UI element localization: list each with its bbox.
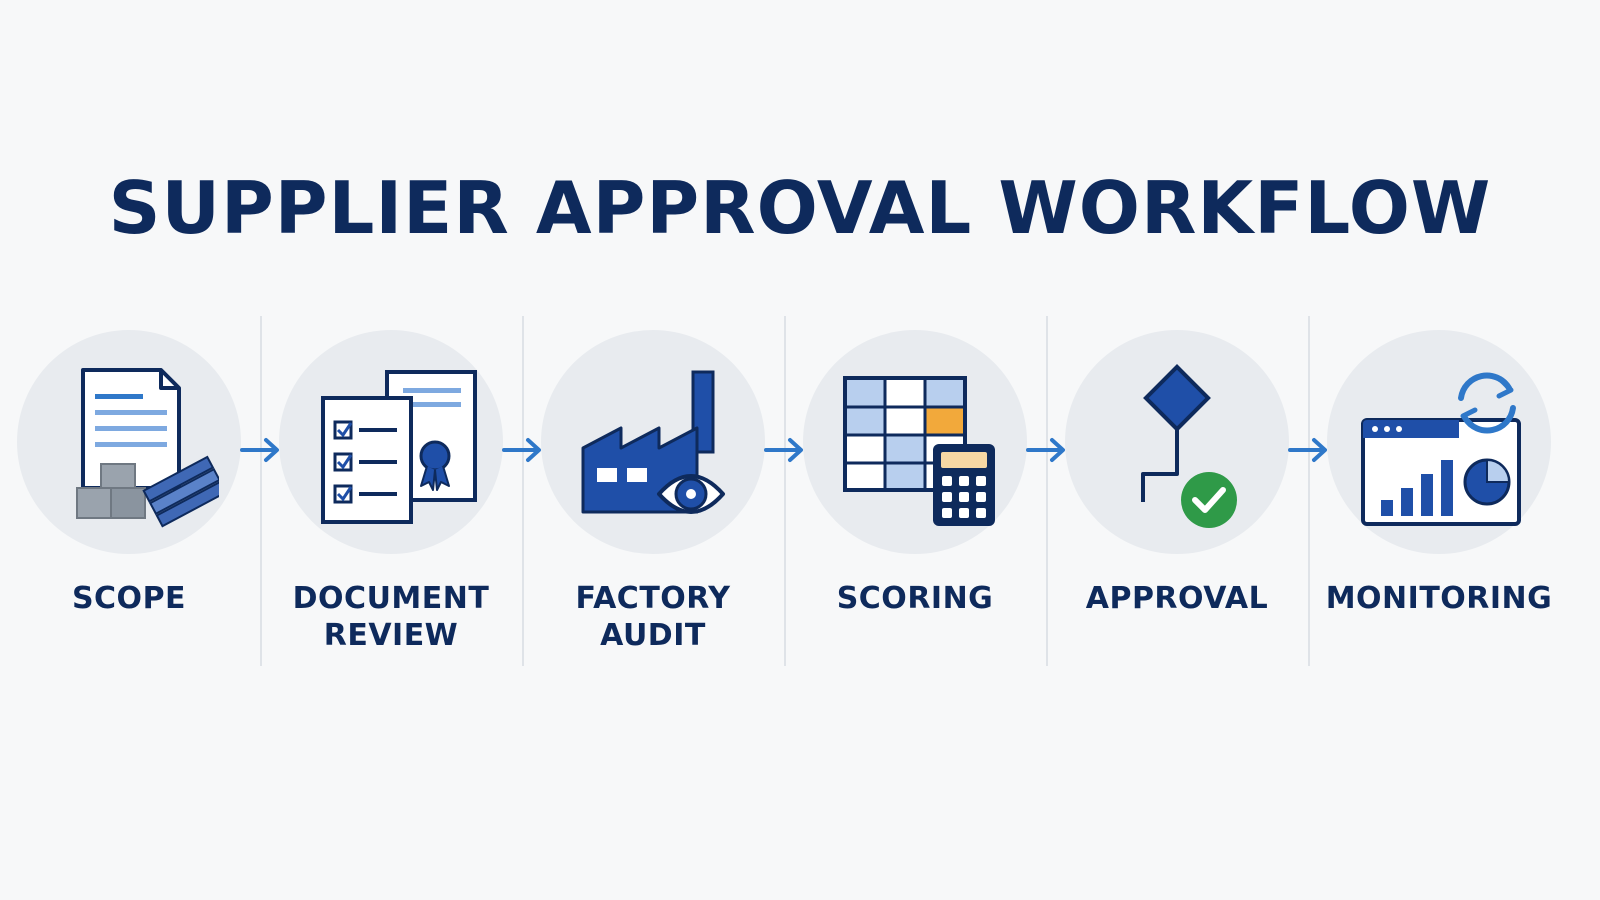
step-divider [1308, 316, 1310, 666]
arrow-right-icon [1026, 438, 1065, 462]
step-label-line: DOCUMENT [292, 581, 490, 616]
flow-arrow [1288, 432, 1332, 468]
step-approval: APPROVAL [1057, 330, 1297, 617]
step-icon-circle [1327, 330, 1551, 554]
step-label: SCOPE [9, 580, 249, 617]
step-monitoring: MONITORING [1319, 330, 1559, 617]
step-icon-circle [279, 330, 503, 554]
checklist-certificate-icon [321, 370, 477, 524]
arrow-right-icon [502, 438, 541, 462]
step-scope: SCOPE [9, 330, 249, 617]
flow-arrow [1026, 432, 1070, 468]
step-label-line: REVIEW [323, 618, 459, 653]
step-icon-circle [541, 330, 765, 554]
step-label-line: SCOPE [71, 581, 187, 616]
step-scoring: SCORING [795, 330, 1035, 617]
step-icon-circle [1065, 330, 1289, 554]
flow-arrow [764, 432, 808, 468]
factory-inspection-icon [581, 370, 725, 514]
step-label-line: AUDIT [600, 618, 706, 653]
step-document-review: DOCUMENT REVIEW [271, 330, 511, 654]
arrow-right-icon [764, 438, 803, 462]
decision-approved-icon [1141, 364, 1237, 528]
step-label: DOCUMENT REVIEW [271, 580, 511, 654]
document-with-materials-icon [76, 368, 219, 528]
step-label-line: APPROVAL [1085, 581, 1269, 616]
step-factory-audit: FACTORY AUDIT [533, 330, 773, 654]
step-divider [1046, 316, 1048, 666]
step-label-line: SCORING [836, 581, 994, 616]
dashboard-refresh-icon [1361, 372, 1521, 526]
page-title: SUPPLIER APPROVAL WORKFLOW [108, 166, 1492, 250]
step-icon-circle [803, 330, 1027, 554]
flow-arrow [240, 432, 284, 468]
flow-arrow [502, 432, 546, 468]
step-divider [260, 316, 262, 666]
step-label-line: FACTORY [575, 581, 731, 616]
arrow-right-icon [240, 438, 279, 462]
step-label: APPROVAL [1057, 580, 1297, 617]
step-label: SCORING [795, 580, 1035, 617]
step-icon-circle [17, 330, 241, 554]
spreadsheet-calculator-icon [843, 376, 995, 526]
step-label-line: MONITORING [1325, 581, 1553, 616]
step-divider [784, 316, 786, 666]
step-label: FACTORY AUDIT [533, 580, 773, 654]
arrow-right-icon [1288, 438, 1327, 462]
step-label: MONITORING [1319, 580, 1559, 617]
step-divider [522, 316, 524, 666]
